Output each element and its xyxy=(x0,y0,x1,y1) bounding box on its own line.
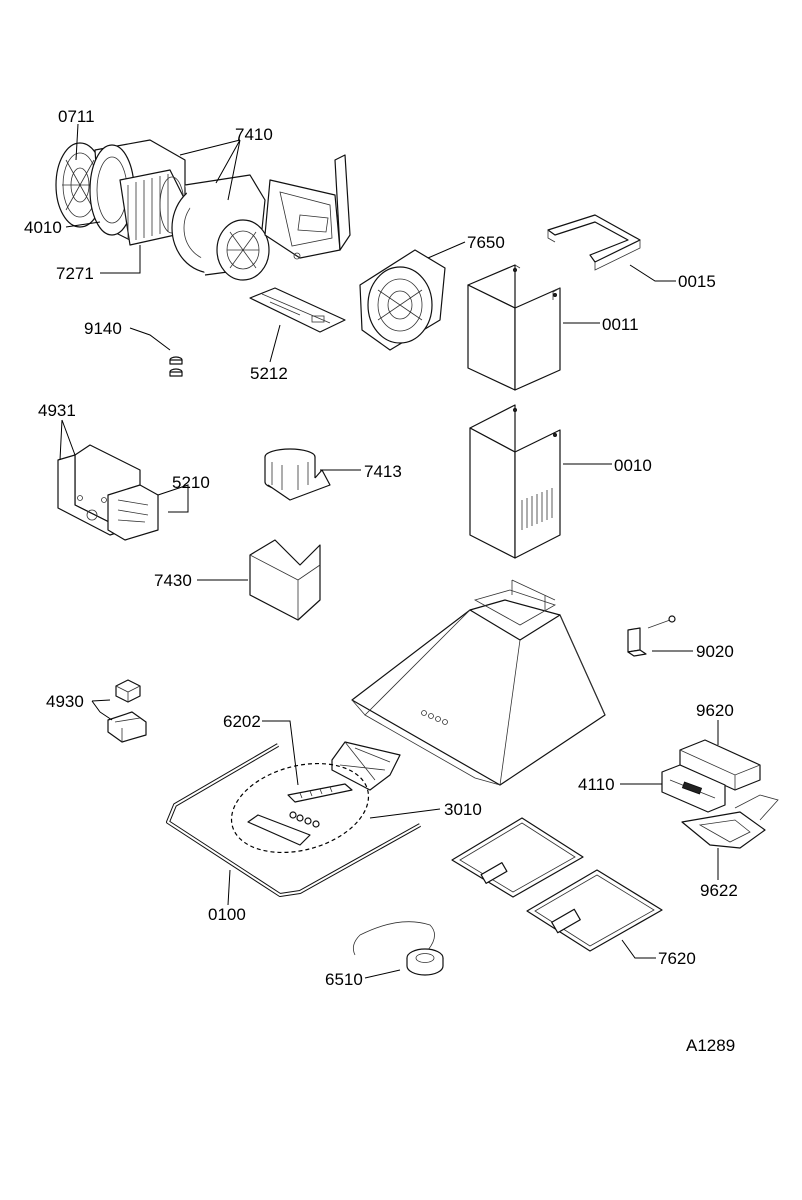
part-9622-lamp-cover xyxy=(681,794,779,849)
label-0010: 0010 xyxy=(614,456,652,475)
label-9020: 9020 xyxy=(696,642,734,661)
part-0015-chimney-bracket xyxy=(547,214,641,271)
label-7430: 7430 xyxy=(154,571,192,590)
label-6202: 6202 xyxy=(223,712,261,731)
label-5212: 5212 xyxy=(250,364,288,383)
part-0100-trim-frame xyxy=(166,743,421,897)
part-6510-lamp xyxy=(352,921,444,976)
label-3010: 3010 xyxy=(444,800,482,819)
part-7410-scroll-housing xyxy=(171,174,270,281)
label-4930: 4930 xyxy=(46,692,84,711)
label-9622: 9622 xyxy=(700,881,738,900)
leader-lines xyxy=(59,123,719,979)
label-0711: 0711 xyxy=(58,107,95,126)
part-4110-light-unit xyxy=(661,764,726,813)
part-4930-switch xyxy=(107,679,147,743)
part-3010-switch-group xyxy=(230,762,370,854)
label-7413: 7413 xyxy=(364,462,402,481)
label-4931: 4931 xyxy=(38,401,76,420)
part-7413-duct-adapter xyxy=(264,448,331,501)
hood-canopy xyxy=(351,579,606,786)
label-7650: 7650 xyxy=(467,233,505,252)
label-7620: 7620 xyxy=(658,949,696,968)
part-7620-grease-filters xyxy=(451,817,663,952)
part-5210-circuit-board xyxy=(107,484,159,541)
label-5210: 5210 xyxy=(172,473,210,492)
label-9620: 9620 xyxy=(696,701,734,720)
part-9140-bushings xyxy=(169,356,183,377)
label-7271: 7271 xyxy=(56,264,94,283)
label-0015: 0015 xyxy=(678,272,716,291)
part-light-bracket xyxy=(331,741,401,791)
label-4010: 4010 xyxy=(24,218,62,237)
part-motor-bracket xyxy=(264,154,351,260)
part-7430-air-deflector xyxy=(249,539,321,621)
label-7410: 7410 xyxy=(235,125,273,144)
label-6510: 6510 xyxy=(325,970,363,989)
label-4110: 4110 xyxy=(578,775,615,794)
part-5212-mounting-plate xyxy=(249,287,346,333)
control-buttons xyxy=(421,710,448,725)
vent-slots xyxy=(521,488,553,530)
blower-assembly xyxy=(55,139,351,281)
part-9020-wall-bracket xyxy=(627,615,676,657)
part-0010-lower-chimney xyxy=(469,404,561,559)
label-9140: 9140 xyxy=(84,319,122,338)
part-labels: 0711 7410 4010 7271 7650 0015 0011 9140 … xyxy=(24,107,738,1055)
label-0011: 0011 xyxy=(602,315,639,334)
part-0011-upper-chimney xyxy=(467,264,561,391)
label-0100: 0100 xyxy=(208,905,246,924)
part-7650-filter-fan xyxy=(359,249,446,351)
drawing-code: A1289 xyxy=(686,1036,735,1055)
